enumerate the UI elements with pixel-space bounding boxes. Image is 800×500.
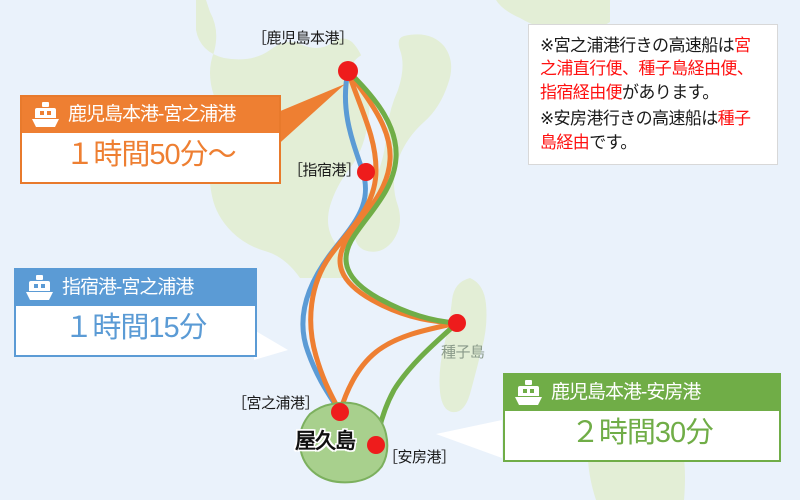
note-line-2-plain-a: ※安房港行きの高速船は [540,109,718,129]
callout-header: 鹿児島本港-安房港 [505,375,779,411]
callout-title: 指宿港-宮之浦港 [62,276,194,298]
note-line-2-plain-b: です。 [589,132,637,152]
port-label-ibusuki-ko: ［指宿港］ [288,162,361,179]
island-label-yakushima: 屋久島 [295,430,356,453]
callout-ibusuki-miyanoura[interactable]: 指宿港-宮之浦港 １時間15分 [14,268,257,357]
note-line-2: ※安房港行きの高速船は種子島経由です。 [540,107,766,154]
port-dot-anbo-ko[interactable] [367,436,385,454]
note-line-1-plain-b: があります。 [622,82,719,102]
callout-duration: １時間50分〜 [65,139,236,171]
note-line-1-highlight: 宮之浦直行便、種子島経由便、指宿経由便 [540,36,754,102]
note-line-2-highlight: 種子島経由 [540,109,751,152]
callout-title: 鹿児島本港-宮之浦港 [68,103,236,125]
route-orange-tanegashima-miyanoura [337,320,460,415]
port-label-miyanoura-ko: ［宮之浦港］ [232,395,320,412]
callout-title: 鹿児島本港-安房港 [551,381,701,403]
port-label-anbo-ko: ［安房港］ [383,449,456,466]
route-orange-via-tanegashima [337,68,460,326]
island-label-tanegashima: 種子島 [441,344,485,361]
route-note-box: ※宮之浦港行きの高速船は宮之浦直行便、種子島経由便、指宿経由便があります。 ※安… [528,24,778,166]
note-line-1: ※宮之浦港行きの高速船は宮之浦直行便、種子島経由便、指宿経由便があります。 [540,34,766,104]
note-line-1-plain-a: ※宮之浦港行きの高速船は [540,36,735,55]
ferry-icon [32,102,59,127]
ferry-icon [515,380,542,405]
callout-tail-orange [272,84,345,150]
ferry-icon [26,275,53,300]
port-dot-kagoshima-hon-ko[interactable] [338,61,358,81]
port-dot-tanegashima-ko[interactable] [448,314,466,332]
port-dot-miyanoura-ko[interactable] [331,403,349,421]
callout-kagoshima-miyanoura[interactable]: 鹿児島本港-宮之浦港 １時間50分〜 [20,95,281,184]
callout-kagoshima-anbo[interactable]: 鹿児島本港-安房港 ２時間30分 [503,373,781,462]
route-orange-direct [308,68,379,415]
callout-duration: ２時間30分 [570,417,714,449]
port-dot-ibusuki-ko[interactable] [357,163,375,181]
callout-header: 鹿児島本港-宮之浦港 [22,97,279,133]
callout-tail-blue [254,330,288,360]
yakushima-island [298,401,389,484]
callout-header: 指宿港-宮之浦港 [16,270,255,306]
port-label-kagoshima-hon-ko: ［鹿児島本港］ [252,30,354,47]
callout-duration: １時間15分 [64,312,207,344]
callout-tail-green [436,420,502,458]
route-green-path [343,68,460,326]
tanegashima-island [439,278,487,413]
